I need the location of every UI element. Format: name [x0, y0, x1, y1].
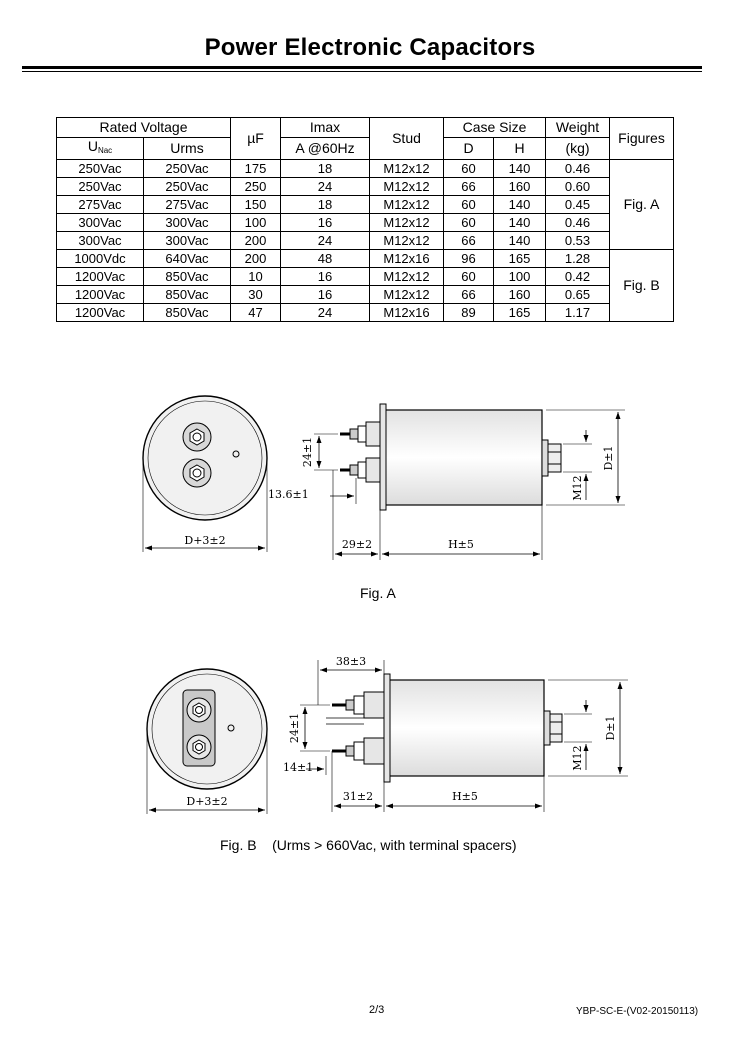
title-rule-thick — [22, 66, 702, 69]
fig-a-drawing — [142, 395, 625, 560]
cell-uf: 200 — [230, 231, 281, 250]
fig-a-front-view — [142, 395, 268, 552]
cell-urms: 300Vac — [143, 213, 231, 232]
cell-h: 140 — [493, 213, 546, 232]
cell-unac: 1200Vac — [56, 267, 144, 286]
fig-a-front-terminal-bottom — [182, 458, 212, 488]
header-unac-main: U — [87, 138, 98, 154]
fig-b-front-terminal-bottom — [186, 734, 212, 760]
fig-b-front-view — [146, 668, 268, 814]
fig-a-dim-stud: M12 — [571, 475, 584, 500]
header-imax: Imax — [280, 117, 370, 138]
fig-b-front-terminal-top — [186, 697, 212, 723]
cell-weight: 0.53 — [545, 231, 610, 250]
cell-h: 140 — [493, 231, 546, 250]
fig-a-dim-terminal-height: 29±2 — [342, 538, 372, 551]
header-uf: µF — [230, 117, 281, 160]
fig-b-dim-front-dia: D+3±2 — [186, 795, 227, 808]
header-stud: Stud — [369, 117, 444, 160]
cell-urms: 300Vac — [143, 231, 231, 250]
fig-a-caption: Fig. A — [360, 585, 396, 601]
cell-weight: 1.17 — [545, 303, 610, 322]
cell-stud: M12x12 — [369, 285, 444, 304]
cell-uf: 250 — [230, 177, 281, 196]
cell-weight: 0.46 — [545, 213, 610, 232]
cell-urms: 850Vac — [143, 267, 231, 286]
fig-b-dim-height: H±5 — [452, 790, 478, 803]
fig-b-dim-diameter: D±1 — [604, 715, 617, 740]
page-title: Power Electronic Capacitors — [204, 34, 536, 61]
fig-a-dim-diameter: D±1 — [602, 445, 615, 470]
fig-b-dim-stud: M12 — [571, 745, 584, 770]
fig-b-dim-spacer: 38±3 — [336, 655, 366, 668]
fig-b-caption: Fig. B (Urms > 660Vac, with terminal spa… — [220, 837, 517, 853]
fig-b-drawing — [146, 660, 628, 814]
fig-b-dim-stud-offset: 14±1 — [283, 761, 313, 774]
cell-weight: 0.45 — [545, 195, 610, 214]
header-case-size: Case Size — [443, 117, 546, 138]
cell-uf: 47 — [230, 303, 281, 322]
spec-table: Rated Voltage µF Imax Stud Case Size Wei… — [56, 117, 674, 322]
cell-imax: 24 — [280, 303, 370, 322]
fig-a-front-terminal-top — [182, 422, 212, 452]
fig-a-dim-pitch: 24±1 — [301, 437, 314, 467]
cell-stud: M12x12 — [369, 177, 444, 196]
cell-urms: 275Vac — [143, 195, 231, 214]
fig-a-dim-stud-offset: 13.6±1 — [268, 488, 309, 501]
header-figures: Figures — [609, 117, 674, 160]
cell-figure-b: Fig. B — [609, 249, 674, 322]
cell-weight: 0.60 — [545, 177, 610, 196]
header-weight-unit: (kg) — [545, 137, 610, 160]
fig-b-side-view — [300, 660, 628, 812]
fig-a-dim-front-dia: D+3±2 — [184, 534, 225, 547]
fig-a-dim-height: H±5 — [448, 538, 474, 551]
cell-urms: 850Vac — [143, 303, 231, 322]
fig-a-side-view — [314, 403, 625, 560]
fig-b-dim-pitch: 24±1 — [288, 713, 301, 743]
cell-d: 66 — [443, 177, 494, 196]
cell-stud: M12x12 — [369, 231, 444, 250]
cell-urms: 640Vac — [143, 249, 231, 268]
cell-unac: 1200Vac — [56, 303, 144, 322]
cell-d: 89 — [443, 303, 494, 322]
cell-unac: 1000Vdc — [56, 249, 144, 268]
header-unac-sub: Nac — [97, 146, 113, 155]
title-rule-thin — [22, 71, 702, 72]
cell-uf: 100 — [230, 213, 281, 232]
cell-uf: 150 — [230, 195, 281, 214]
cell-h: 165 — [493, 249, 546, 268]
doc-code: YBP-SC-E-(V02-20150113) — [576, 1006, 699, 1017]
page-number: 2/3 — [369, 1004, 385, 1016]
cell-stud: M12x12 — [369, 267, 444, 286]
fig-b-dim-terminal-height: 31±2 — [343, 790, 373, 803]
